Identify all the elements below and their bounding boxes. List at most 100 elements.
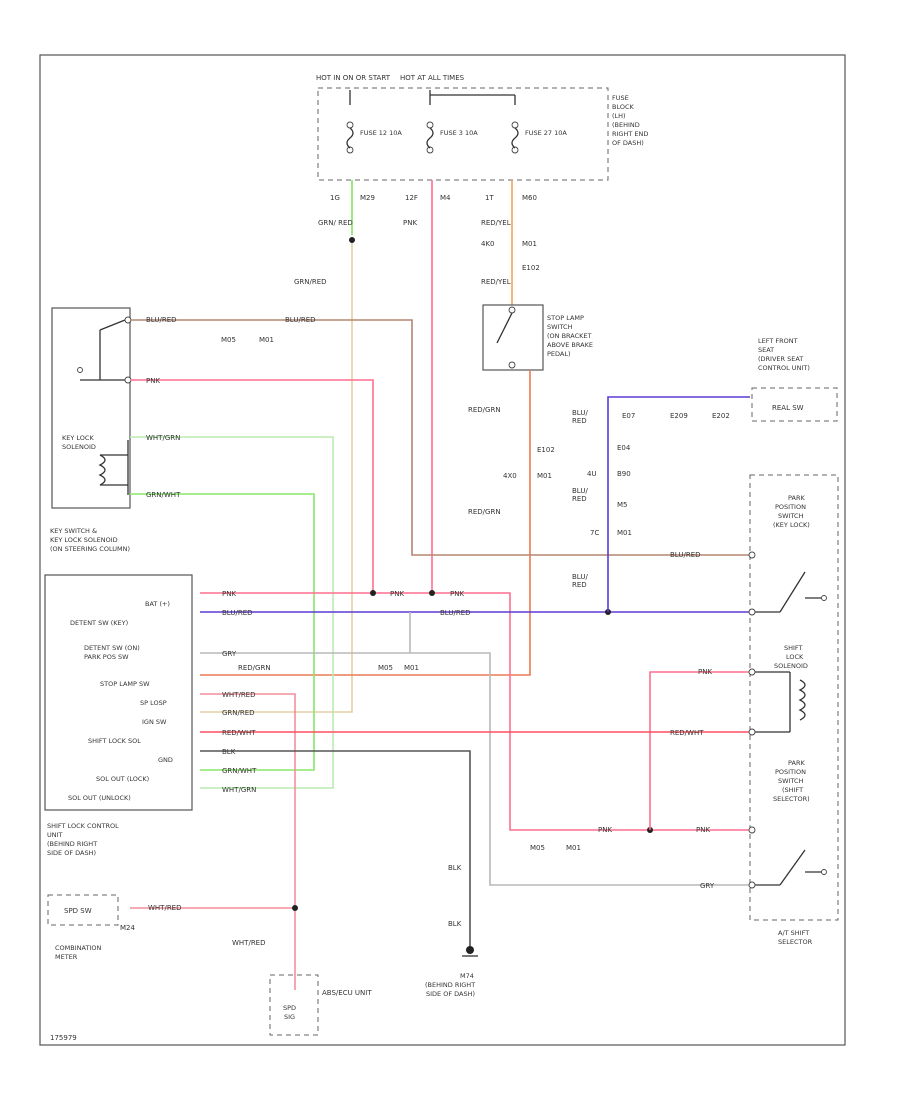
fuse-3-pin: 12F [405,194,418,202]
label-pnk-fuse3: PNK [403,219,417,227]
label-c-e07: E07 [622,412,635,420]
label-c-e102: E102 [522,264,540,272]
label-wht-grn-main: WHT/GRN [222,786,256,794]
fuse-27-label: FUSE 27 10A [525,129,567,137]
label-red-yel-1: RED/YEL [481,219,511,227]
wire-grn-wht-key [130,493,315,771]
label-c-e102b: E102 [537,446,555,454]
label-blu-red-c: BLU/RED [572,573,588,589]
fuse-block: HOT IN ON OR START HOT AT ALL TIMES FUSE… [316,74,648,202]
label-red-grn-main: RED/GRN [238,664,271,672]
label-pnk-main: PNK [222,590,236,598]
label-blk-v1: BLK [448,864,462,872]
label-blu-red-right: BLU/RED [670,551,701,559]
label-c-4x0: 4X0 [503,472,517,480]
fuse-3-conn: M4 [440,194,451,202]
wire-pnk-key [130,379,374,593]
label-gry-right: GRY [700,882,715,890]
fuse-12-label: FUSE 12 10A [360,129,402,137]
pin-6-label: IGN SW [142,718,167,726]
label-blk-main: BLK [222,748,236,756]
pin-2-label: DETENT SW (KEY) [70,619,128,627]
pin-8-label: GND [158,756,173,764]
hot-at-all-times-label: HOT AT ALL TIMES [400,74,465,82]
wire-blu-red-seat [607,396,750,612]
fuse-12-pin: 1G [330,194,340,202]
label-m24: M24 [120,924,135,932]
key-switch-label: KEY SWITCH &KEY LOCK SOLENOID(ON STEERIN… [50,527,130,553]
shift-lock-control-unit: BAT (+) DETENT SW (KEY) DETENT SW (ON)PA… [44,574,193,857]
pin-4-label: STOP LAMP SW [100,680,150,688]
label-m05c: M05 [530,844,545,852]
spd-sw-label: SPD SW [64,907,92,915]
wire-grn-red-vertical [200,240,353,713]
label-grn-wht-key: GRN/WHT [146,491,181,499]
label-m01b: M01 [404,664,419,672]
wire-blu-red-key [130,319,750,556]
fuse-12: FUSE 12 10A [346,121,402,154]
label-red-grn-2: RED/GRN [468,508,501,516]
wire-pnk-shift [649,671,750,830]
pin-5-label: SP LOSP [140,699,167,707]
pin-1-label: BAT (+) [145,600,170,608]
label-pnk-key: PNK [146,377,160,385]
control-unit-pin-labels: BAT (+) DETENT SW (KEY) DETENT SW (ON)PA… [68,600,173,802]
label-m01: M01 [259,336,274,344]
pin-3-label: DETENT SW (ON)PARK POS SW [84,644,140,661]
label-gry-main: GRY [222,650,237,658]
label-pnk-main2: PNK [390,590,404,598]
label-c-e209: E209 [670,412,688,420]
label-blu-red-main: BLU/RED [222,609,253,617]
label-wht-red-v: WHT/RED [232,939,266,947]
fuse-27-pin: 1T [485,194,494,202]
label-blu-red-a: BLU/RED [572,409,588,425]
wire-wht-red-losp [200,693,296,990]
label-m05: M05 [221,336,236,344]
label-grn-red-1: GRN/ RED [318,219,353,227]
label-c-m01: M01 [522,240,537,248]
fuse-27: FUSE 27 10A [511,121,567,154]
label-pnk-lower2: PNK [696,826,710,834]
footer-code: 175979 [50,1034,77,1042]
fuse-12-conn: M29 [360,194,375,202]
label-pnk-main3: PNK [450,590,464,598]
label-blu-red-b: BLU/RED [572,487,588,503]
hot-run-start-label: HOT IN ON OR START [316,74,391,82]
label-grn-wht-main: GRN/WHT [222,767,257,775]
label-c-m01b: M01 [537,472,552,480]
label-m01c: M01 [566,844,581,852]
label-c-e04: E04 [617,444,631,452]
label-grn-red-2: GRN/RED [294,278,327,286]
label-c-m01c: M01 [617,529,632,537]
diagram-frame [39,54,846,1046]
label-c-m5: M5 [617,501,628,509]
pin-9-label: SOL OUT (LOCK) [96,775,149,783]
label-c-b90: B90 [617,470,631,478]
label-m05b: M05 [378,664,393,672]
wire-pnk-bat [200,592,750,831]
fuse-3: FUSE 3 10A [426,121,478,154]
left-seat-switch: REAL SW [772,404,804,412]
label-c-4u0: 4U [587,470,597,478]
label-blk-v2: BLK [448,920,462,928]
label-pnk-shift: PNK [698,668,712,676]
label-grn-red-main: GRN/RED [222,709,255,717]
label-red-yel-2: RED/YEL [481,278,511,286]
wire-gry-detent [200,652,750,886]
label-c-7c: 7C [590,529,599,537]
